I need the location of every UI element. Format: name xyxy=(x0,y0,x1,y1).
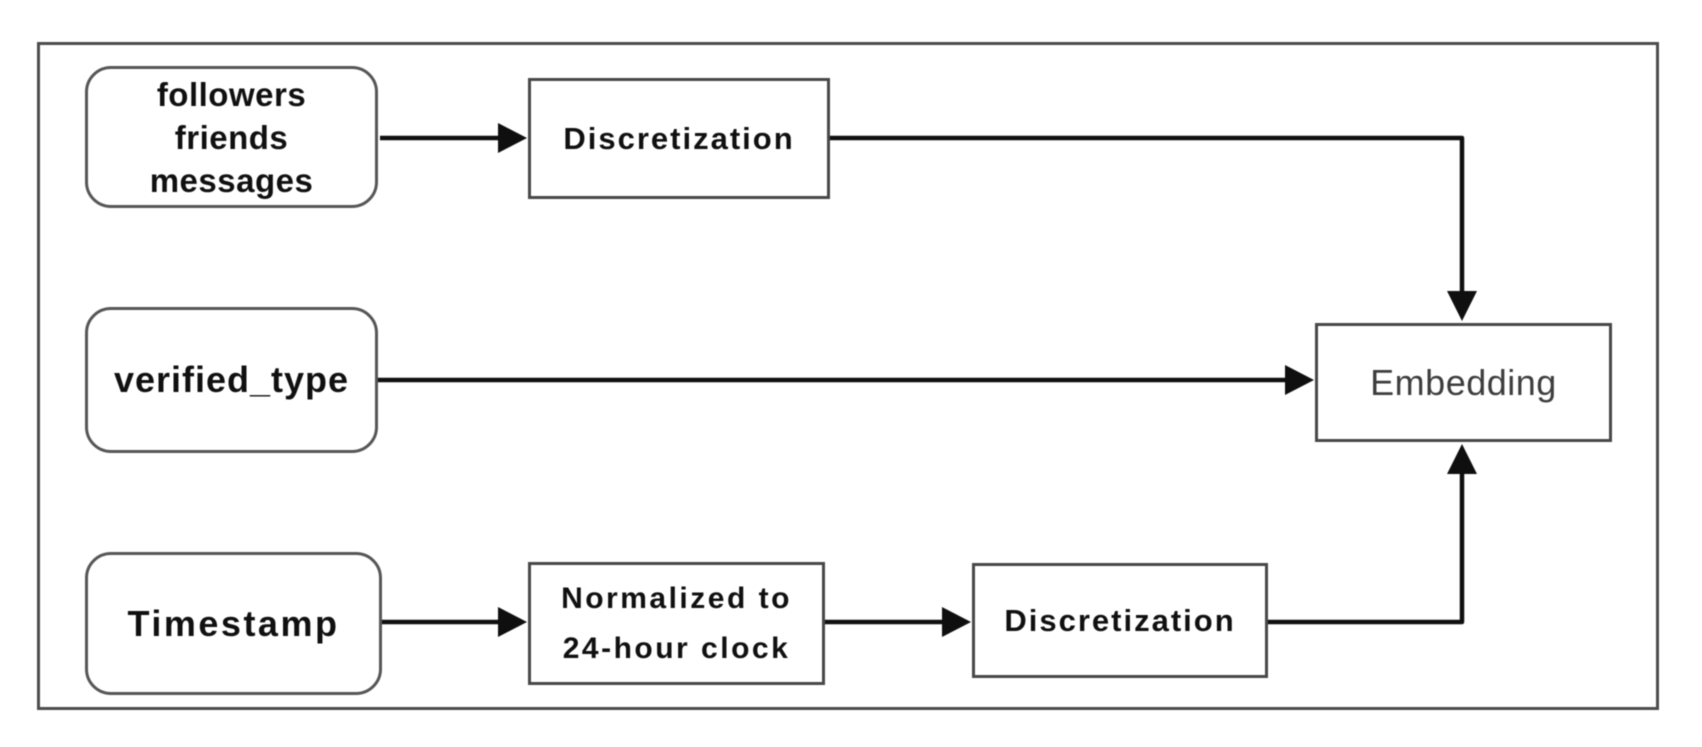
edge-timestamp-to-normalize xyxy=(382,607,527,637)
edge-discretization-bottom-to-embedding xyxy=(1268,444,1477,625)
node-discretization-top: Discretization xyxy=(528,78,830,199)
node-user-counts: followers friends messages xyxy=(85,66,378,208)
arrowhead-right xyxy=(1285,365,1314,395)
arrowhead-right xyxy=(498,123,527,153)
node-embedding: Embedding xyxy=(1315,323,1612,442)
edge-normalize-to-discretization-bottom xyxy=(825,607,971,637)
node-verified-type: verified_type xyxy=(85,307,378,453)
edge-discretization-top-to-embedding xyxy=(830,135,1477,321)
arrowhead-right xyxy=(498,607,527,637)
node-discretization-bottom: Discretization xyxy=(972,563,1268,678)
edge-verified-type-to-embedding xyxy=(378,365,1314,395)
node-timestamp: Timestamp xyxy=(85,552,382,695)
arrowhead-right xyxy=(942,607,971,637)
node-normalize: Normalized to 24-hour clock xyxy=(528,562,825,685)
arrowhead-up xyxy=(1447,444,1477,474)
edge-user-counts-to-discretization xyxy=(380,123,527,153)
arrowhead-down xyxy=(1447,291,1477,321)
